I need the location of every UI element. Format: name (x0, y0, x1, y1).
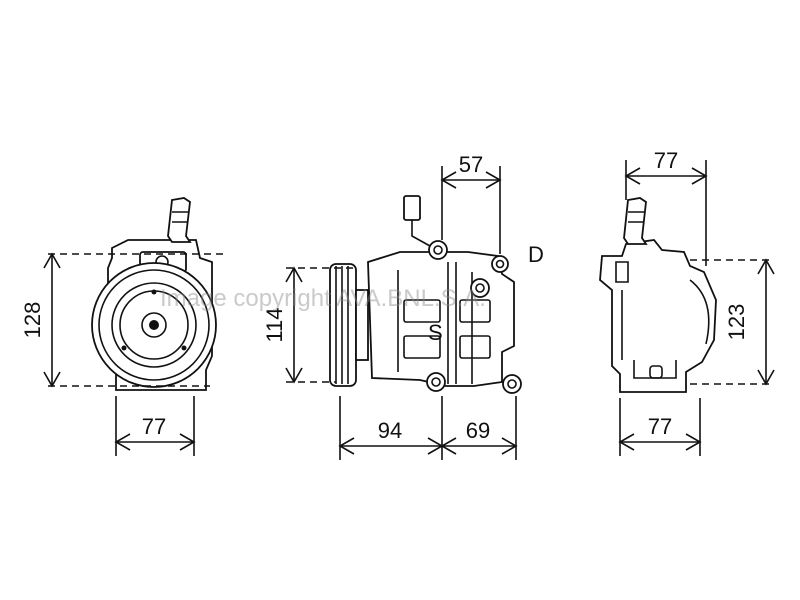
watermark-text: Image copyright AVA.BNL.S.A. (160, 285, 486, 312)
rear-fitting (623, 197, 648, 245)
dim-front-width: 77 (142, 414, 166, 439)
front-fitting (167, 197, 192, 243)
dim-side-right-width: 69 (466, 418, 490, 443)
dim-side-top-width: 57 (459, 152, 483, 177)
dim-front-height: 128 (20, 302, 45, 339)
side-pulley (329, 263, 357, 387)
discharge-label: D (528, 242, 544, 267)
dim-rear-height: 123 (724, 304, 749, 341)
side-body (367, 251, 515, 387)
rear-view (599, 160, 775, 456)
front-view (43, 197, 228, 456)
dim-rear-bottom-width: 77 (648, 414, 672, 439)
dim-side-height: 114 (262, 307, 287, 342)
dim-side-left-width: 94 (378, 418, 402, 443)
rear-housing (599, 239, 717, 393)
side-view: D S (285, 166, 544, 460)
suction-label: S (428, 320, 443, 345)
dim-rear-top-width: 77 (654, 148, 678, 173)
side-connector (403, 195, 421, 221)
